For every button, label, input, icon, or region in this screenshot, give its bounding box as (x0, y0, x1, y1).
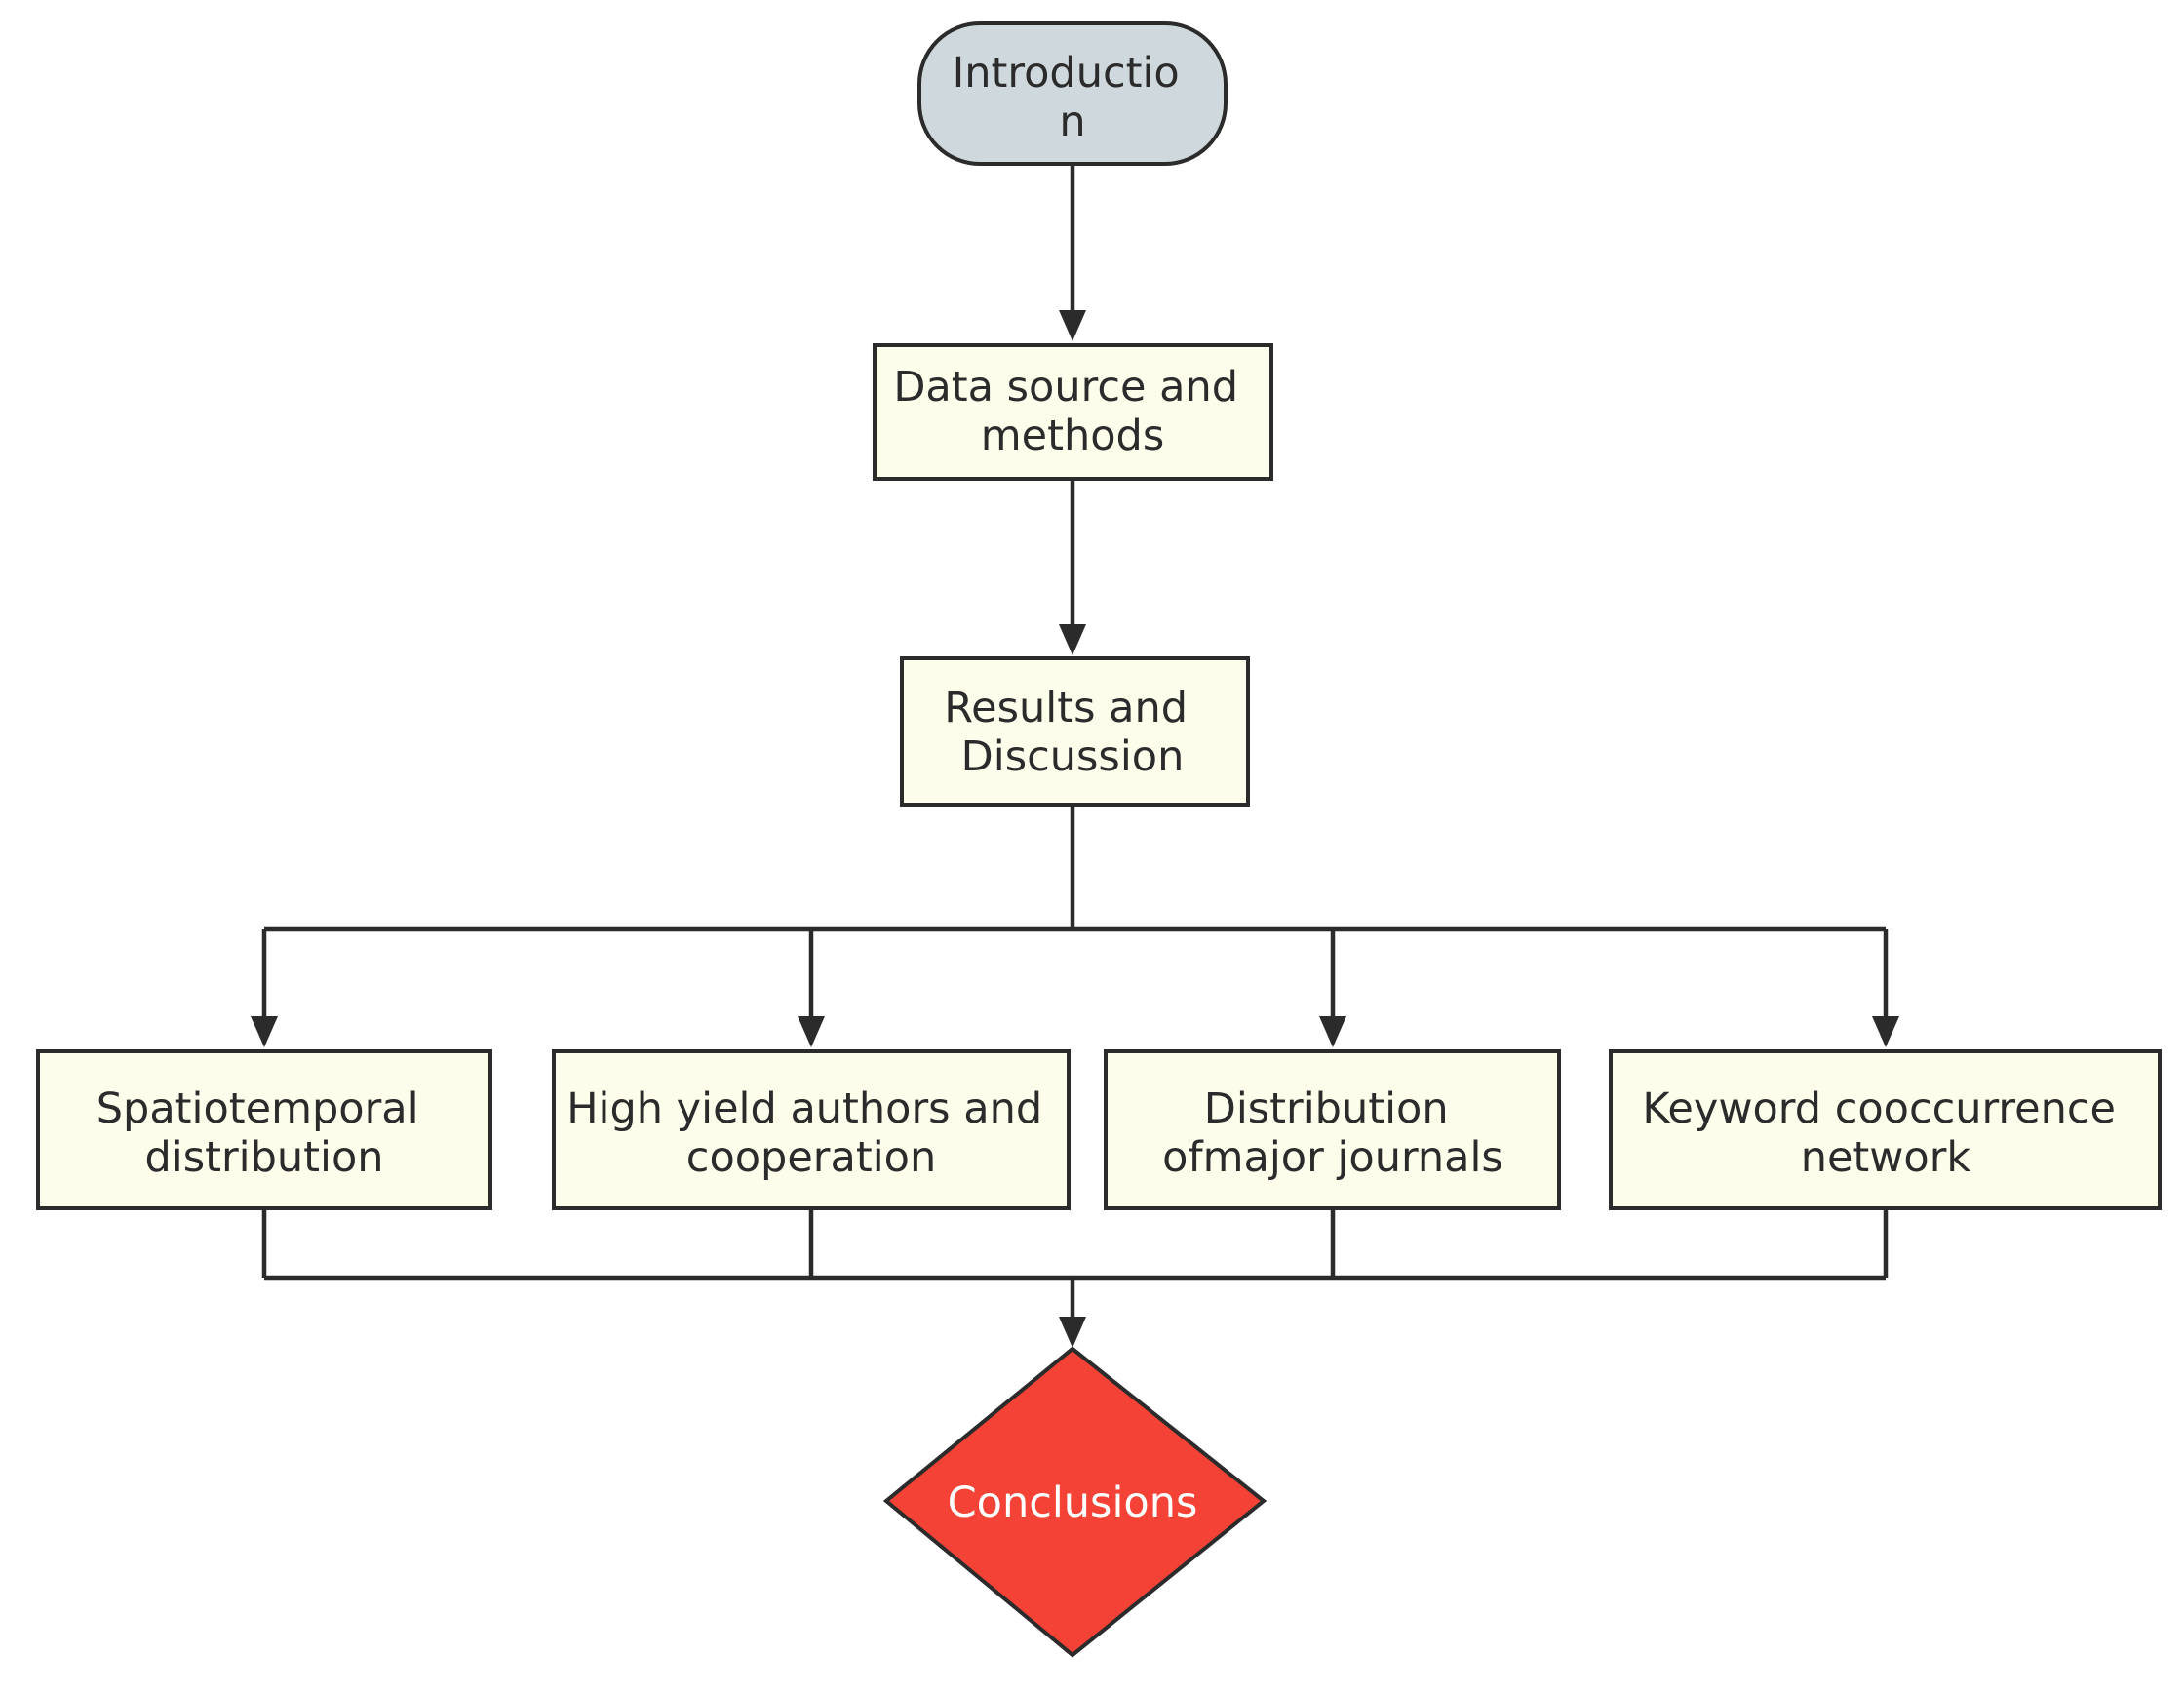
svg-text:Distribution ofmajor jou: Distribution ofmajor journals (1162, 1084, 1503, 1182)
keyword-label-line-2: network (1801, 1133, 1971, 1182)
data-source-shape (873, 343, 1273, 481)
data-source-label-line-1: Data source and (893, 363, 1238, 412)
arrowhead-results (1059, 624, 1086, 655)
spatiotemporal-shape (36, 1049, 492, 1210)
node-data-source: Data source and methods (873, 343, 1273, 481)
high-yield-label-line-1: High yield authors and (566, 1084, 1042, 1133)
high-yield-label-line-2: cooperation (686, 1133, 936, 1182)
node-introduction: Introductio n (917, 21, 1228, 166)
svg-text:Keyword cooccurrence net: Keyword cooccurrence network (1642, 1084, 2128, 1182)
node-journals: Distribution ofmajor journals (1104, 1049, 1561, 1210)
conclusions-label: Conclusions (948, 1478, 1198, 1527)
svg-text:Results and Discussion: Results and Discussion (944, 684, 1201, 781)
results-label-line-1: Results and (944, 684, 1188, 732)
node-results: Results and Discussion (900, 656, 1250, 807)
svg-text:Conclusions: Conclusions (948, 1478, 1198, 1527)
results-shape (900, 656, 1250, 807)
node-high-yield: High yield authors and cooperation (552, 1049, 1071, 1210)
journals-label-line-1: Distribution (1204, 1084, 1449, 1133)
arrowhead-data-source (1059, 310, 1086, 341)
svg-text:Data source and methods: Data source and methods (893, 363, 1251, 460)
data-source-label-line-2: methods (981, 412, 1164, 460)
arrowhead-spatiotemporal (251, 1016, 278, 1047)
svg-text:Spatiotemporal distribut: Spatiotemporal distribution (97, 1084, 433, 1182)
arrowhead-high-yield (798, 1016, 825, 1047)
svg-text:Introductio n: Introductio n (953, 49, 1193, 146)
spatiotemporal-label-line-1: Spatiotemporal (97, 1084, 419, 1133)
introduction-label-line-2: n (1059, 98, 1085, 146)
introduction-label-line-1: Introductio (953, 49, 1180, 98)
node-keyword: Keyword cooccurrence network (1609, 1049, 2162, 1210)
node-conclusions: Conclusions (882, 1346, 1268, 1658)
arrowhead-conclusions (1059, 1317, 1086, 1348)
results-label-line-2: Discussion (961, 732, 1185, 781)
svg-text:High yield authors and c: High yield authors and cooperation (566, 1084, 1056, 1182)
spatiotemporal-label-line-2: distribution (144, 1133, 383, 1182)
introduction-shape (917, 21, 1228, 166)
keyword-shape (1609, 1049, 2162, 1210)
connectors (251, 164, 1899, 1348)
journals-label-line-2: ofmajor journals (1162, 1133, 1503, 1182)
keyword-label-line-1: Keyword cooccurrence (1642, 1084, 2116, 1133)
arrowhead-journals (1319, 1016, 1346, 1047)
journals-shape (1104, 1049, 1561, 1210)
high-yield-shape (552, 1049, 1071, 1210)
arrowhead-keyword (1872, 1016, 1899, 1047)
conclusions-shape (882, 1346, 1268, 1658)
node-spatiotemporal: Spatiotemporal distribution (36, 1049, 492, 1210)
